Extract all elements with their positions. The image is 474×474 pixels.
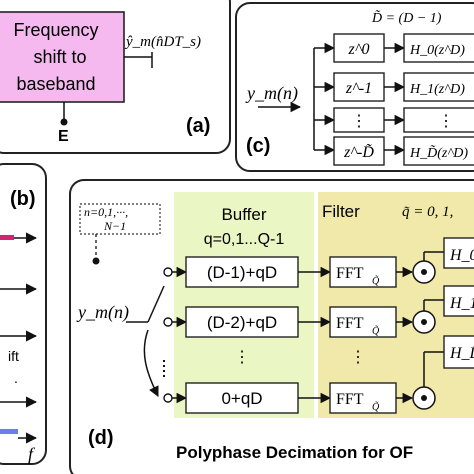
panel-d-frame: [69, 179, 474, 474]
block-text-line2: shift to: [33, 47, 86, 67]
fft-label: FFT: [336, 315, 364, 332]
fft-sub: Q̃: [372, 274, 380, 287]
index-line2: N−1: [103, 219, 126, 233]
buffer-range: q=0,1...Q-1: [204, 231, 285, 248]
panel-d-caption: Polyphase Decimation for OF: [176, 443, 413, 462]
buffer-label: 0+qD: [221, 389, 262, 408]
c-delay-label: z^-D̃: [343, 143, 374, 161]
c-filter-block: [403, 72, 474, 102]
coeff-block: [443, 335, 474, 369]
c-input-label: y_m(n): [245, 83, 298, 104]
coeff-block: [443, 285, 474, 317]
d-input-label: y_m(n): [76, 302, 129, 323]
coeff-block: [443, 237, 474, 269]
c-delay-block: [333, 136, 385, 166]
c-filter-label: H_D̃(z^D): [409, 145, 468, 161]
c-delay-block: [333, 107, 385, 133]
switch-contact: [163, 317, 173, 327]
c-filter-label: H_0(z^D): [409, 43, 465, 58]
buffer-block: [185, 382, 299, 414]
block-text-line3: baseband: [16, 74, 95, 94]
c-filter-block: [403, 136, 474, 166]
d-row: (D-2)+qD FFT Q̃ H_1: [163, 285, 474, 338]
b-freq-axis: f: [28, 444, 36, 464]
coeff-label: H_0: [449, 247, 474, 264]
fft-sub: Q̃: [372, 400, 380, 413]
b-magenta-bar: [0, 235, 14, 240]
panel-b-frame: [0, 163, 47, 465]
c-delay-block: [333, 72, 385, 102]
panel-d-label: (d): [88, 427, 114, 449]
fft-ellipsis: ⋮: [350, 349, 366, 366]
c-header: D̃ = (D − 1): [371, 10, 442, 26]
fft-label: FFT: [336, 391, 364, 408]
buffer-ellipsis: ⋮: [234, 349, 250, 366]
panel-a-label: (a): [186, 115, 210, 137]
c-delay-label: ⋮: [351, 113, 367, 130]
c-filter-block: [403, 33, 474, 63]
fft-label: FFT: [336, 265, 364, 282]
enable-label: E: [58, 128, 69, 145]
buffer-title: Buffer: [221, 205, 266, 224]
switch-contact: [163, 393, 173, 403]
fft-block: [329, 306, 397, 338]
panel-c: D̃ = (D − 1) y_m(n) z^0 H_0(z^D) z^-1 H_…: [235, 2, 474, 172]
buffer-region: [174, 192, 314, 418]
commutator-arm: [147, 285, 165, 323]
index-node: [92, 257, 100, 265]
b-shift-text: ift: [8, 348, 19, 364]
panel-a: Frequency shift to baseband ŷ_m(n̂DT_s) …: [0, 0, 231, 154]
buffer-label: (D-1)+qD: [207, 263, 277, 282]
commutator-rotation: [143, 329, 159, 397]
index-line1: n=0,1,···,: [84, 205, 128, 219]
fft-block: [329, 382, 397, 414]
c-filter-label: ⋮: [438, 113, 454, 130]
d-row: 0+qD FFT Q̃ H_D̃: [163, 335, 474, 414]
buffer-block: [185, 306, 299, 338]
panel-d: n=0,1,···, N−1 Buffer q=0,1...Q-1 Filter…: [69, 179, 474, 474]
coeff-label: H_1: [449, 295, 474, 312]
block-text-line1: Frequency: [13, 20, 98, 40]
fft-sub: Q̃: [372, 324, 380, 337]
c-rows: z^0 H_0(z^D) z^-1 H_1(z^D) ⋮ ⋮ z^-D̃ H_: [314, 33, 474, 166]
c-filter-block: [403, 107, 474, 133]
panel-a-frame: [0, 0, 231, 154]
panel-c-frame: [235, 2, 474, 172]
switch-contact: [163, 267, 173, 277]
b-blue-bar: [0, 429, 18, 434]
c-delay-label: z^0: [348, 41, 370, 58]
c-delay-label: z^-1: [345, 80, 372, 97]
panel-c-label: (c): [246, 135, 270, 157]
filter-title: Filter: [322, 202, 360, 221]
c-delay-block: [333, 33, 385, 63]
baseband-shift-block: [0, 11, 125, 103]
buffer-label: (D-2)+qD: [207, 313, 277, 332]
index-box: [79, 203, 161, 235]
filter-range: q̃ = 0, 1,: [402, 204, 453, 220]
panel-b: (b) ift . f: [0, 163, 47, 465]
c-filter-label: H_1(z^D): [409, 82, 465, 97]
b-ellipsis: .: [14, 370, 18, 386]
d-row: (D-1)+qD FFT Q̃ H_0: [163, 237, 474, 288]
panel-b-label: (b): [10, 188, 36, 210]
coeff-label: H_D̃: [449, 344, 474, 362]
output-signal-label: ŷ_m(n̂DT_s): [124, 34, 201, 50]
fft-block: [329, 256, 397, 288]
enable-node: [60, 118, 68, 126]
buffer-block: [185, 256, 299, 288]
